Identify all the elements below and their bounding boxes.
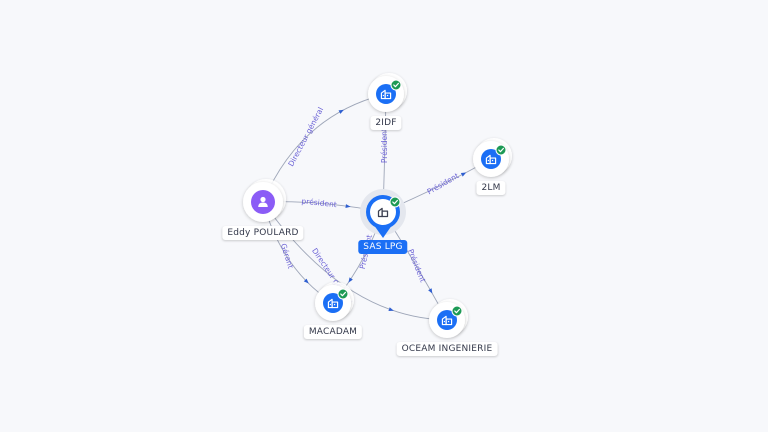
edge-arrow-icon bbox=[338, 109, 344, 114]
node-label-oceam[interactable]: OCEAM INGENIERIE bbox=[396, 342, 498, 356]
node-saslpg[interactable] bbox=[360, 189, 406, 238]
edge-arrow-icon bbox=[428, 288, 433, 294]
edge-arrow-icon bbox=[348, 277, 353, 283]
verified-check-icon bbox=[337, 288, 349, 300]
node-label-2idf[interactable]: 2IDF bbox=[370, 116, 402, 130]
edge-arrow-icon bbox=[303, 278, 309, 284]
node-label-saslpg[interactable]: SAS LPG bbox=[358, 240, 408, 254]
building-icon bbox=[327, 298, 339, 309]
node-label-2lm[interactable]: 2LM bbox=[476, 181, 506, 195]
node-macadam[interactable] bbox=[315, 282, 354, 321]
edge-label: Président bbox=[380, 128, 389, 163]
edge-label: Directeur général bbox=[286, 106, 325, 168]
node-2idf[interactable] bbox=[368, 73, 407, 112]
building-icon bbox=[485, 154, 497, 165]
edge-arrow-icon bbox=[460, 172, 467, 177]
verified-check-icon bbox=[389, 196, 401, 208]
building-icon bbox=[380, 89, 392, 100]
node-eddy[interactable] bbox=[243, 179, 286, 222]
edge-arrow-icon bbox=[388, 307, 394, 312]
node-oceam[interactable] bbox=[429, 299, 468, 338]
person-icon bbox=[258, 196, 268, 207]
node-2lm[interactable] bbox=[473, 138, 512, 177]
verified-check-icon bbox=[451, 305, 463, 317]
node-inner bbox=[370, 199, 396, 225]
building-icon bbox=[441, 315, 453, 326]
node-label-macadam[interactable]: MACADAM bbox=[303, 325, 363, 339]
verified-check-icon bbox=[390, 79, 402, 91]
edge-label: Président bbox=[426, 171, 461, 196]
building-icon bbox=[377, 207, 389, 218]
node-label-eddy[interactable]: Eddy POULARD bbox=[222, 226, 304, 240]
edge-label: Président bbox=[406, 248, 427, 284]
edge-label: Gérant bbox=[279, 242, 296, 269]
edge-label: président bbox=[301, 196, 337, 209]
edge-arrow-icon bbox=[345, 204, 351, 209]
verified-check-icon bbox=[495, 144, 507, 156]
edge-eddy-2idf: Directeur général bbox=[262, 93, 387, 203]
